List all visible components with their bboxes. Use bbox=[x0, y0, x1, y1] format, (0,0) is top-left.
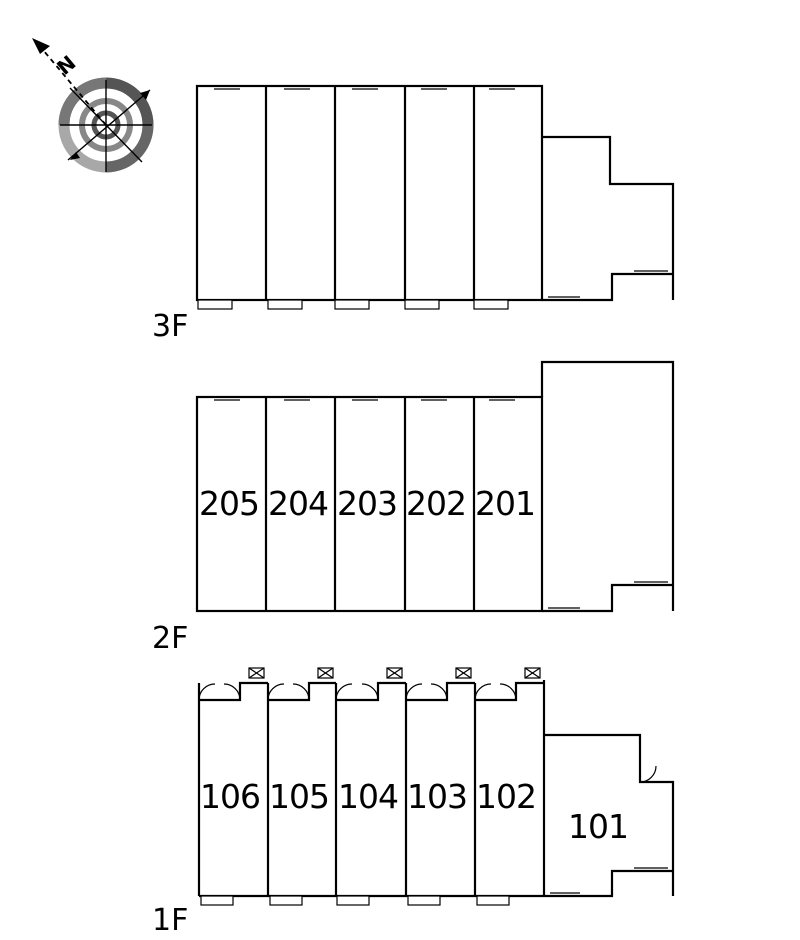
floor-1f bbox=[197, 667, 675, 906]
unit-label-105: 105 bbox=[269, 777, 329, 816]
unit-label-101: 101 bbox=[568, 807, 628, 846]
unit-label-201: 201 bbox=[475, 484, 535, 523]
floor-3f bbox=[195, 84, 675, 310]
north-letter: N bbox=[52, 51, 80, 80]
unit-label-103: 103 bbox=[407, 777, 467, 816]
north-arrow-icon bbox=[32, 38, 50, 54]
floor-2f bbox=[195, 360, 675, 613]
unit-label-205: 205 bbox=[199, 484, 259, 523]
unit-label-202: 202 bbox=[406, 484, 466, 523]
unit-label-104: 104 bbox=[338, 777, 398, 816]
floor-label-2f: 2F bbox=[152, 621, 188, 656]
unit-label-102: 102 bbox=[476, 777, 536, 816]
unit-label-106: 106 bbox=[200, 777, 260, 816]
floor-label-1f: 1F bbox=[152, 903, 188, 938]
compass-rose-icon bbox=[32, 38, 154, 173]
floor-label-3f: 3F bbox=[152, 309, 188, 344]
unit-label-203: 203 bbox=[337, 484, 397, 523]
unit-label-204: 204 bbox=[268, 484, 328, 523]
